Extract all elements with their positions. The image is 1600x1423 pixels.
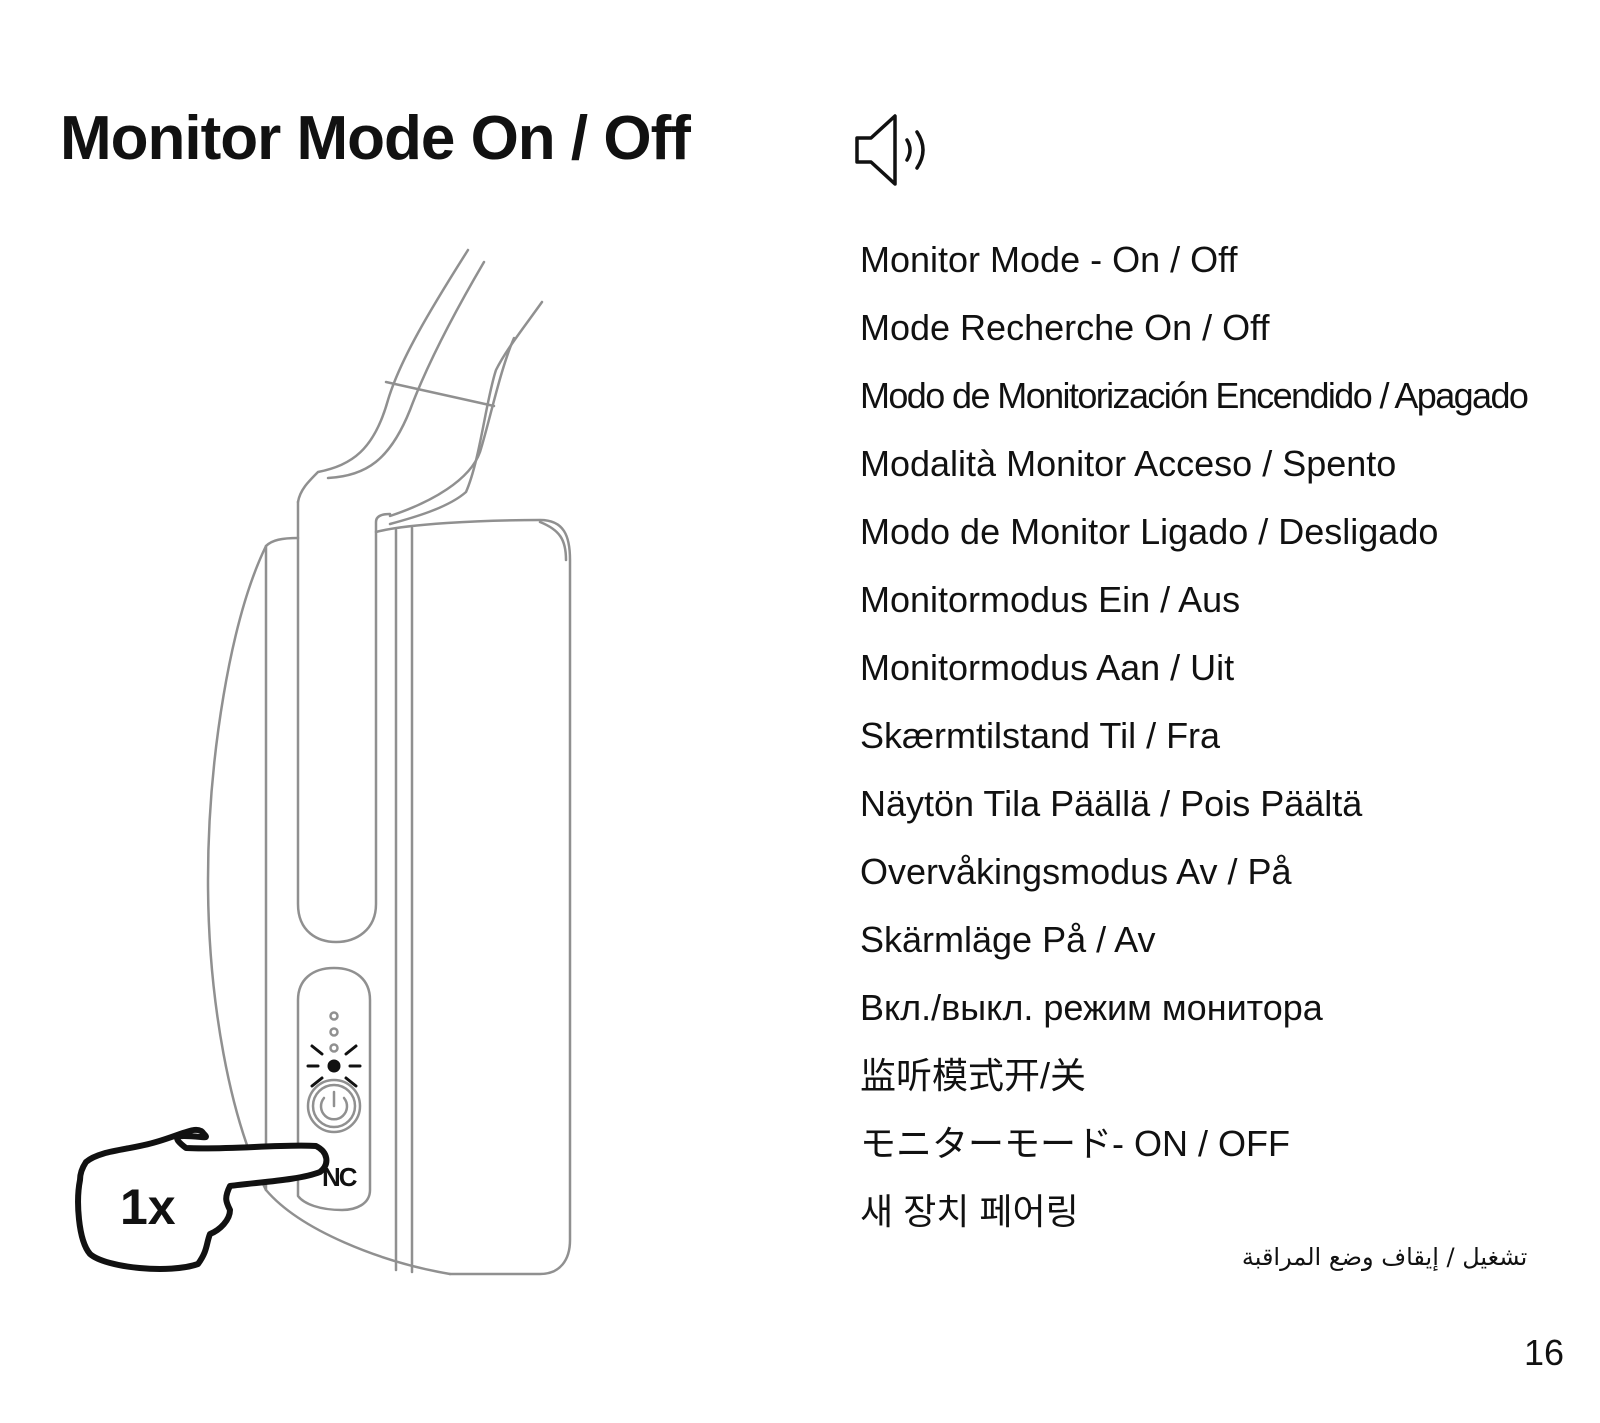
headphone-illustration: NC 1x: [75, 248, 572, 1276]
power-icon: [319, 1090, 349, 1121]
list-item: 监听模式开/关: [860, 1055, 1087, 1096]
list-item: Monitormodus Ein / Aus: [860, 579, 1241, 620]
list-item: Monitormodus Aan / Uit: [860, 647, 1235, 688]
list-item: Overvåkingsmodus Av / På: [860, 851, 1292, 892]
list-item: Modo de Monitorización Encendido / Apaga…: [860, 375, 1529, 416]
list-item: Skärmläge På / Av: [860, 919, 1156, 960]
list-item: Modalità Monitor Acceso / Spento: [860, 443, 1397, 484]
list-item: Näytön Tila Päällä / Pois Päältä: [860, 783, 1363, 824]
list-item: モニターモード- ON / OFF: [860, 1123, 1290, 1164]
nc-button-label: NC: [322, 1162, 358, 1192]
page-title: Monitor Mode On / Off: [60, 104, 691, 173]
list-item: Mode Recherche On / Off: [860, 307, 1270, 348]
speaker-volume-icon: [855, 114, 925, 186]
list-item: تشغيل / إيقاف وضع المراقبة: [1241, 1243, 1528, 1271]
language-list: Monitor Mode - On / Off Mode Recherche O…: [860, 238, 1529, 1282]
list-item: Вкл./выкл. режим монитора: [860, 987, 1323, 1028]
list-item: Modo de Monitor Ligado / Desligado: [860, 511, 1439, 552]
pointing-hand-icon: [75, 1126, 330, 1272]
list-item: 새 장치 페어링: [860, 1191, 1079, 1232]
press-count-label: 1x: [120, 1179, 176, 1235]
list-item: Monitor Mode - On / Off: [860, 239, 1238, 280]
list-item: Skærmtilstand Til / Fra: [860, 715, 1221, 756]
page-number: 16: [1523, 1332, 1564, 1373]
